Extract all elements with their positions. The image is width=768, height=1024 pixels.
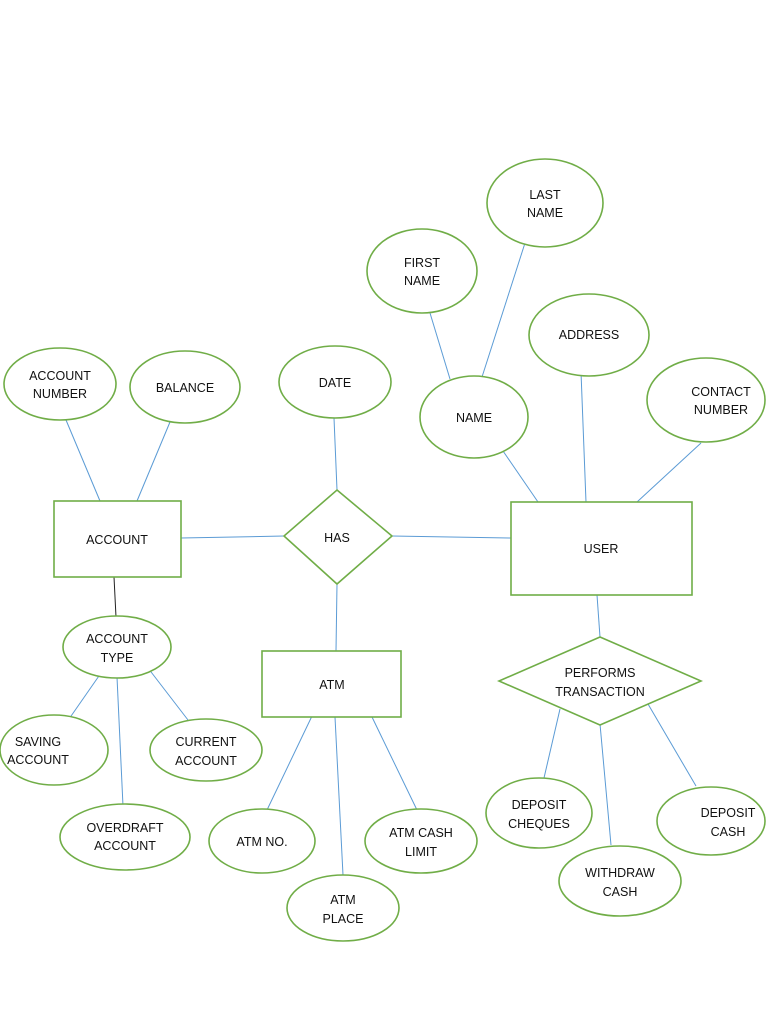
attribute-account-number-line2: NUMBER	[33, 387, 87, 401]
attribute-contact-number: CONTACT NUMBER	[646, 357, 766, 443]
entity-account: ACCOUNT	[53, 500, 182, 578]
connector-name-user	[502, 450, 539, 503]
attribute-atm-no: ATM NO.	[208, 808, 316, 874]
relationship-performs-transaction: PERFORMS TRANSACTION	[496, 636, 704, 726]
connector-atm-no	[266, 715, 313, 811]
attribute-name: NAME	[419, 375, 529, 459]
connector-account-type	[113, 576, 117, 618]
attribute-current-account: CURRENT ACCOUNT	[149, 718, 263, 782]
attribute-account-number-line1: ACCOUNT	[29, 369, 91, 383]
attribute-first-name-line1: FIRST	[404, 256, 440, 270]
entity-user-label: USER	[584, 542, 619, 556]
attribute-overdraft-account-line2: ACCOUNT	[94, 839, 156, 853]
connectors	[65, 242, 702, 876]
attribute-account-type-line2: TYPE	[101, 651, 134, 665]
attribute-deposit-cheques-line1: DEPOSIT	[512, 798, 567, 812]
attribute-deposit-cash-line2: CASH	[711, 825, 746, 839]
attribute-atm-place-line2: PLACE	[323, 912, 364, 926]
attribute-atm-no-line1: ATM NO.	[236, 835, 287, 849]
connector-has-user	[391, 535, 512, 539]
attribute-deposit-cash: DEPOSIT CASH	[656, 786, 766, 856]
connector-first-name	[429, 312, 451, 380]
attribute-withdraw-cash: WITHDRAW CASH	[558, 845, 682, 917]
attribute-account-type: ACCOUNT TYPE	[62, 615, 172, 679]
relationship-performs-label-line1: PERFORMS	[565, 666, 636, 680]
connector-contact-number	[636, 442, 702, 503]
attribute-account-type-line1: ACCOUNT	[86, 632, 148, 646]
connector-account-has	[180, 535, 285, 539]
attribute-overdraft-account: OVERDRAFT ACCOUNT	[59, 803, 191, 871]
attribute-atm-cash-limit-line2: LIMIT	[405, 845, 437, 859]
attribute-last-name: LAST NAME	[486, 158, 604, 248]
attribute-saving-account-line2: ACCOUNT	[7, 753, 69, 767]
attribute-name-line1: NAME	[456, 411, 492, 425]
relationship-has-label: HAS	[324, 531, 350, 545]
connector-account-number	[65, 419, 101, 502]
connector-current-account	[147, 667, 189, 721]
attribute-address: ADDRESS	[528, 293, 650, 377]
entity-user: USER	[510, 501, 693, 596]
attribute-current-account-line2: ACCOUNT	[175, 754, 237, 768]
relationship-has: HAS	[282, 488, 394, 586]
connector-saving-account	[68, 672, 102, 720]
connector-balance	[136, 421, 171, 502]
attribute-current-account-line1: CURRENT	[175, 735, 236, 749]
attribute-balance-line1: BALANCE	[156, 381, 214, 395]
attribute-atm-place: ATM PLACE	[286, 874, 400, 942]
connector-atm-place	[334, 716, 344, 876]
attribute-last-name-line1: LAST	[529, 188, 561, 202]
attribute-account-number: ACCOUNT NUMBER	[3, 347, 117, 421]
attribute-contact-number-line2: NUMBER	[694, 403, 748, 417]
entity-atm-label: ATM	[319, 678, 344, 692]
connector-user-performs	[596, 594, 601, 638]
attribute-saving-account: SAVING ACCOUNT	[0, 714, 109, 786]
connector-atm-cash-limit	[371, 716, 418, 811]
connector-address	[580, 371, 587, 503]
entity-account-label: ACCOUNT	[86, 533, 148, 547]
attribute-overdraft-account-line1: OVERDRAFT	[86, 821, 163, 835]
connector-overdraft-account	[116, 676, 124, 807]
attribute-deposit-cheques: DEPOSIT CHEQUES	[485, 777, 593, 849]
connector-deposit-cash	[647, 703, 697, 787]
entity-atm: ATM	[261, 650, 402, 718]
relationship-performs-label-line2: TRANSACTION	[555, 685, 645, 699]
attribute-balance: BALANCE	[129, 350, 241, 424]
attribute-deposit-cheques-line2: CHEQUES	[508, 817, 570, 831]
attribute-saving-account-line1: SAVING	[15, 735, 61, 749]
attribute-date: DATE	[278, 345, 392, 419]
attribute-withdraw-cash-line1: WITHDRAW	[585, 866, 655, 880]
connector-date-has	[333, 417, 338, 491]
attribute-first-name: FIRST NAME	[366, 228, 478, 314]
attribute-atm-cash-limit: ATM CASH LIMIT	[364, 808, 478, 874]
attribute-deposit-cash-line1: DEPOSIT	[701, 806, 756, 820]
connector-deposit-cheques	[543, 708, 561, 779]
attribute-atm-cash-limit-line1: ATM CASH	[389, 826, 453, 840]
attribute-withdraw-cash-line2: CASH	[603, 885, 638, 899]
attribute-first-name-line2: NAME	[404, 274, 440, 288]
attribute-last-name-line2: NAME	[527, 206, 563, 220]
connector-has-atm	[335, 583, 338, 652]
connector-last-name	[481, 242, 526, 378]
attribute-date-line1: DATE	[319, 376, 351, 390]
connector-withdraw-cash	[599, 723, 612, 846]
attribute-contact-number-line1: CONTACT	[691, 385, 751, 399]
attribute-atm-place-line1: ATM	[330, 893, 355, 907]
attribute-address-line1: ADDRESS	[559, 328, 619, 342]
